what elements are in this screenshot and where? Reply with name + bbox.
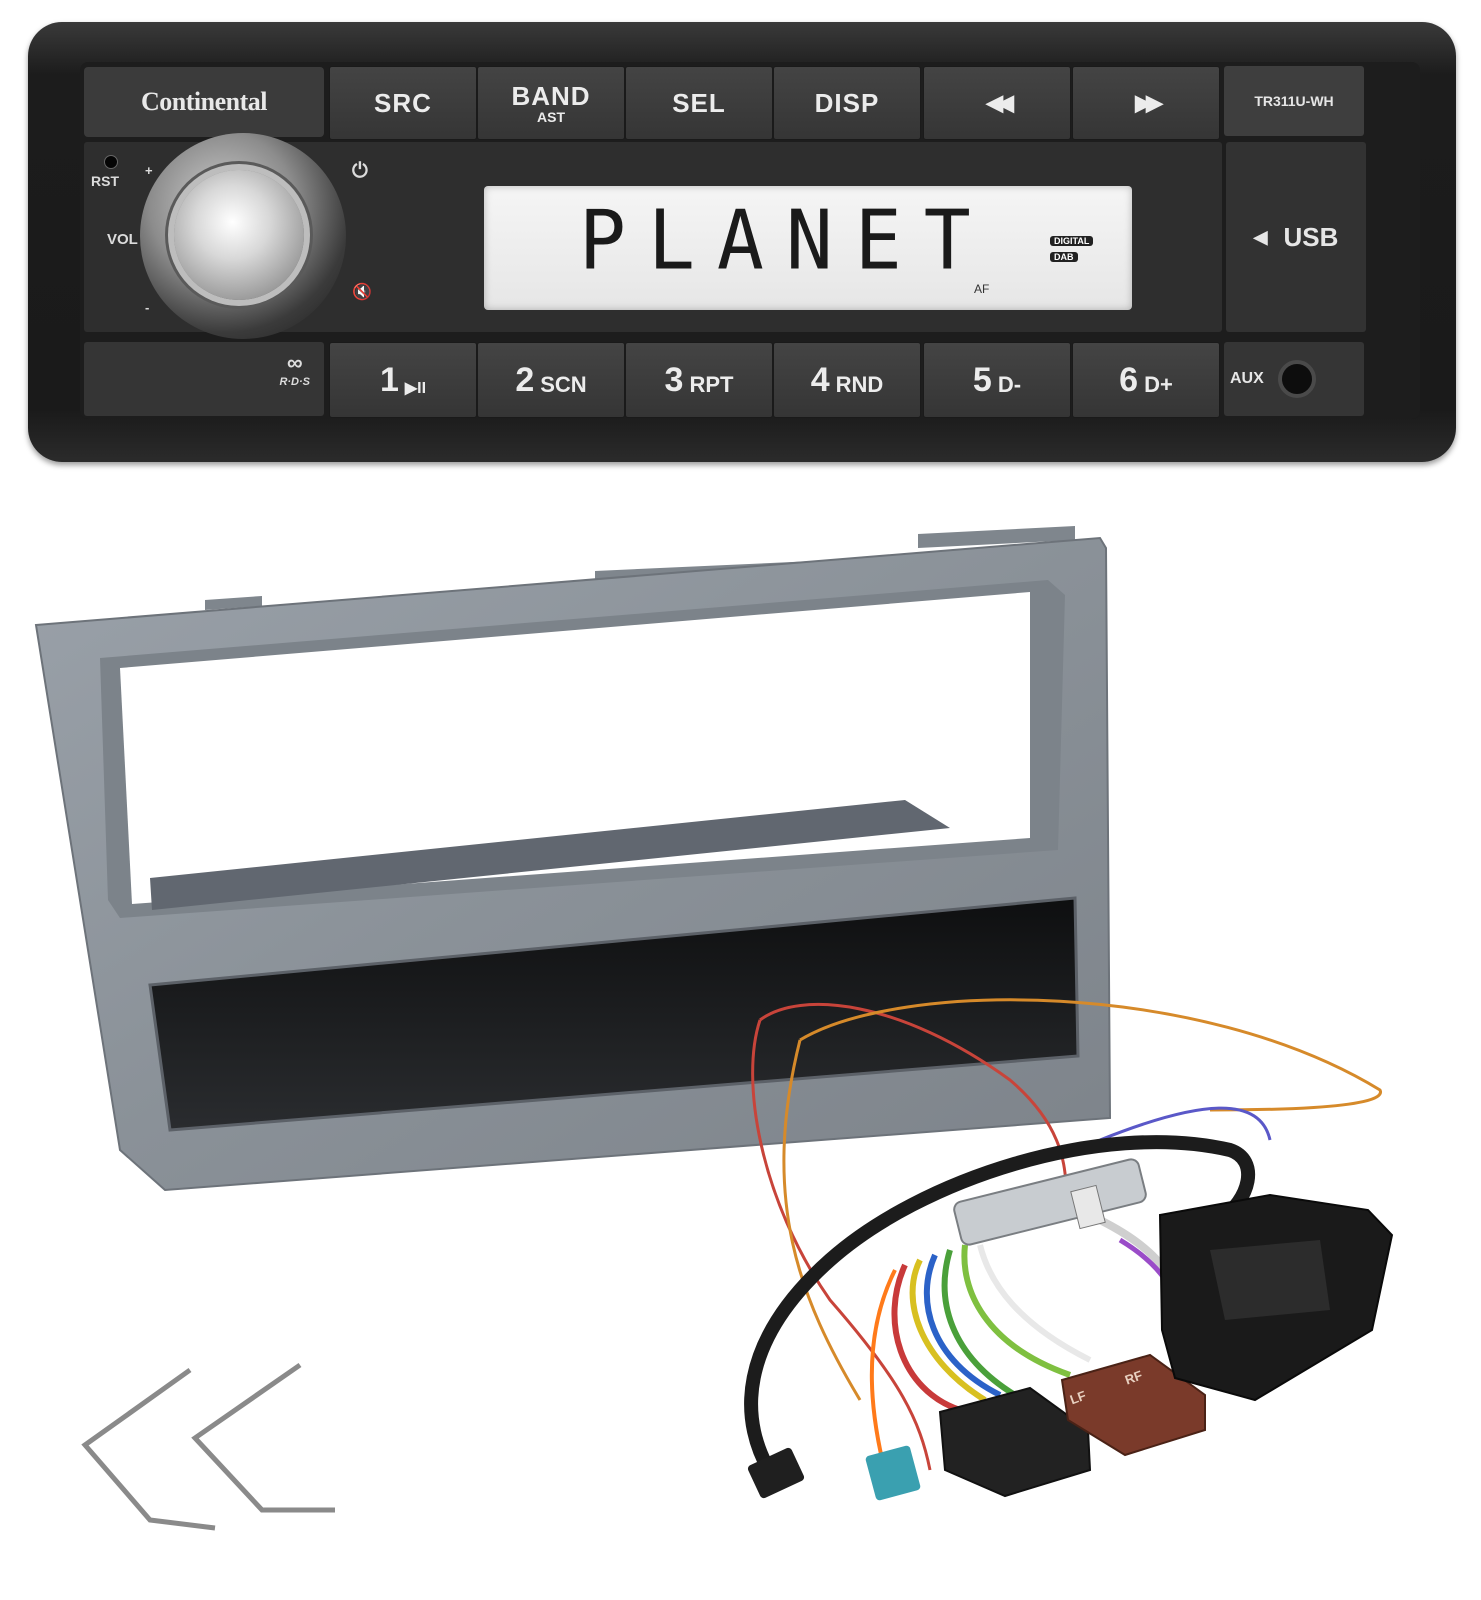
removal-key-right bbox=[191, 1362, 335, 1513]
aux-jack bbox=[1277, 360, 1316, 398]
preset-3-function: RPT bbox=[689, 371, 734, 397]
antenna-din-plug bbox=[747, 1447, 805, 1499]
disp-button[interactable]: DISP bbox=[773, 66, 921, 140]
volume-knob[interactable] bbox=[174, 170, 304, 300]
vol-label: VOL bbox=[107, 231, 138, 248]
usb-arrow-icon: ◀ bbox=[1253, 226, 1268, 247]
preset-4-function: RND bbox=[835, 371, 884, 397]
model-label: TR311U-WH bbox=[1224, 66, 1364, 136]
digital-indicator: DIGITAL bbox=[1050, 236, 1094, 246]
dab-indicator: DAB bbox=[1050, 252, 1078, 262]
phantom-power-adapter bbox=[953, 1158, 1147, 1246]
fast-forward-icon: ▶▶ bbox=[1135, 90, 1163, 115]
lcd-display: PLANET DIGITAL DAB AF bbox=[484, 186, 1132, 310]
disp-label: DISP bbox=[814, 88, 880, 118]
rds-logo: ∞ R·D·S bbox=[279, 350, 310, 388]
lcd-text: PLANET bbox=[579, 193, 993, 289]
band-button[interactable]: BAND AST bbox=[477, 66, 625, 140]
fast-forward-button[interactable]: ▶▶ bbox=[1072, 66, 1220, 140]
ast-label: AST bbox=[537, 108, 565, 125]
preset-1-button[interactable]: 1 ▶II bbox=[329, 342, 477, 418]
mute-icon: 🔇 bbox=[352, 284, 372, 301]
rewind-icon: ◀◀ bbox=[986, 90, 1014, 115]
preset-6-function: D+ bbox=[1144, 371, 1173, 397]
power-icon: ⏻ bbox=[352, 160, 368, 182]
rst-label: RST bbox=[91, 173, 119, 189]
src-label: SRC bbox=[374, 88, 432, 118]
play-pause-icon: ▶II bbox=[404, 379, 427, 397]
aux-port[interactable]: AUX bbox=[1224, 342, 1364, 416]
preset-1-number: 1 bbox=[379, 360, 399, 399]
usb-label: USB bbox=[1283, 221, 1339, 252]
vol-plus-label: + bbox=[145, 163, 153, 178]
usb-port[interactable]: ◀ USB bbox=[1226, 142, 1366, 332]
aux-label: AUX bbox=[1230, 370, 1264, 387]
iso-power-connector bbox=[938, 1386, 1092, 1498]
reset-hole[interactable] bbox=[104, 155, 118, 169]
rds-symbol-icon: ∞ bbox=[286, 350, 303, 375]
fascia-tab bbox=[918, 526, 1075, 548]
vol-minus-label: - bbox=[145, 300, 150, 315]
brand-panel: Continental bbox=[84, 67, 324, 137]
af-indicator: AF bbox=[974, 282, 990, 296]
preset-4-number: 4 bbox=[810, 360, 830, 399]
rds-panel: ∞ R·D·S bbox=[84, 342, 324, 416]
rewind-button[interactable]: ◀◀ bbox=[923, 66, 1071, 140]
fakra-plug bbox=[865, 1445, 921, 1501]
preset-2-number: 2 bbox=[515, 360, 535, 399]
src-button[interactable]: SRC bbox=[329, 66, 477, 140]
brand-logo: Continental bbox=[141, 87, 267, 116]
preset-3-number: 3 bbox=[664, 360, 684, 399]
sel-label: SEL bbox=[672, 88, 726, 118]
removal-key-left bbox=[81, 1367, 216, 1531]
preset-5-function: D- bbox=[997, 371, 1022, 397]
preset-2-function: SCN bbox=[540, 371, 587, 397]
iso-speaker-connector bbox=[1060, 1353, 1206, 1457]
band-label: BAND bbox=[511, 80, 591, 111]
preset-6-number: 6 bbox=[1119, 360, 1139, 399]
sel-button[interactable]: SEL bbox=[625, 66, 773, 140]
preset-5-number: 5 bbox=[972, 360, 992, 399]
rds-label: R·D·S bbox=[279, 376, 310, 388]
fascia-tab bbox=[205, 596, 262, 610]
